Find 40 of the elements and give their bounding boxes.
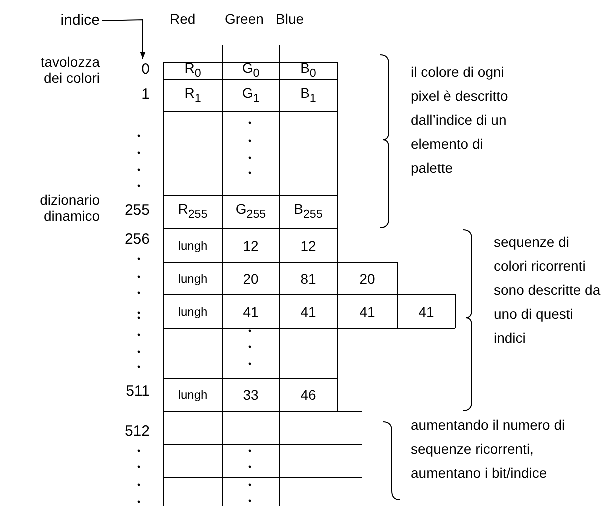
table-value: 33 [242,386,260,405]
table-value: 41 [418,302,436,322]
table-value: lungh [177,304,209,320]
table-value: R$_{0}$ [184,63,202,79]
table-value: G$_{255}$ [234,200,268,223]
table-value: 20 [242,270,260,288]
table-value: G$_{0}$ [241,63,261,79]
index-number: 1 [140,85,150,105]
index-number: 511 [125,382,150,402]
table-value: lungh [177,238,209,254]
table-value: lungh [177,387,209,404]
column-header: Blue [276,11,306,29]
index-number: 255 [124,201,150,221]
arrow [102,19,146,60]
index-number: 256 [124,230,150,250]
column-header: Red [170,11,197,29]
table-value: 41 [300,302,318,322]
table-value: R$_{255}$ [177,200,209,223]
table-value: B$_{1}$ [300,84,318,106]
index-number: 512 [124,422,150,442]
column-header: Green [225,11,265,29]
table-value: R$_{1}$ [184,84,202,106]
index-number: 0 [110,60,150,80]
table-value: 20 [358,270,376,288]
table-value: 41 [242,302,260,322]
brace-note: il colore di ogni pixel è descritto dall’indice di un elemento di palette [411,63,510,178]
table-value: 12 [242,236,260,256]
table-value: lungh [177,270,209,288]
table-value: 12 [300,236,318,256]
row-group-label: tavolozza dei colori [40,54,100,88]
index-label: indice [44,11,100,31]
table-value: B$_{0}$ [300,63,318,79]
table-value: B$_{255}$ [293,200,324,223]
brace-note: sequenze di colori ricorrenti sono descritte da uno di questi indici [494,233,602,348]
table-value: 81 [300,270,318,288]
row-group-label: dizionario dinamico [39,192,100,226]
brace-note: aumentando il numero di sequenze ricorrenti, aumentano i bit/indice [411,416,566,483]
table-value: 41 [358,302,376,322]
table-value: G$_{1}$ [241,84,261,106]
table-value: 46 [300,386,318,405]
